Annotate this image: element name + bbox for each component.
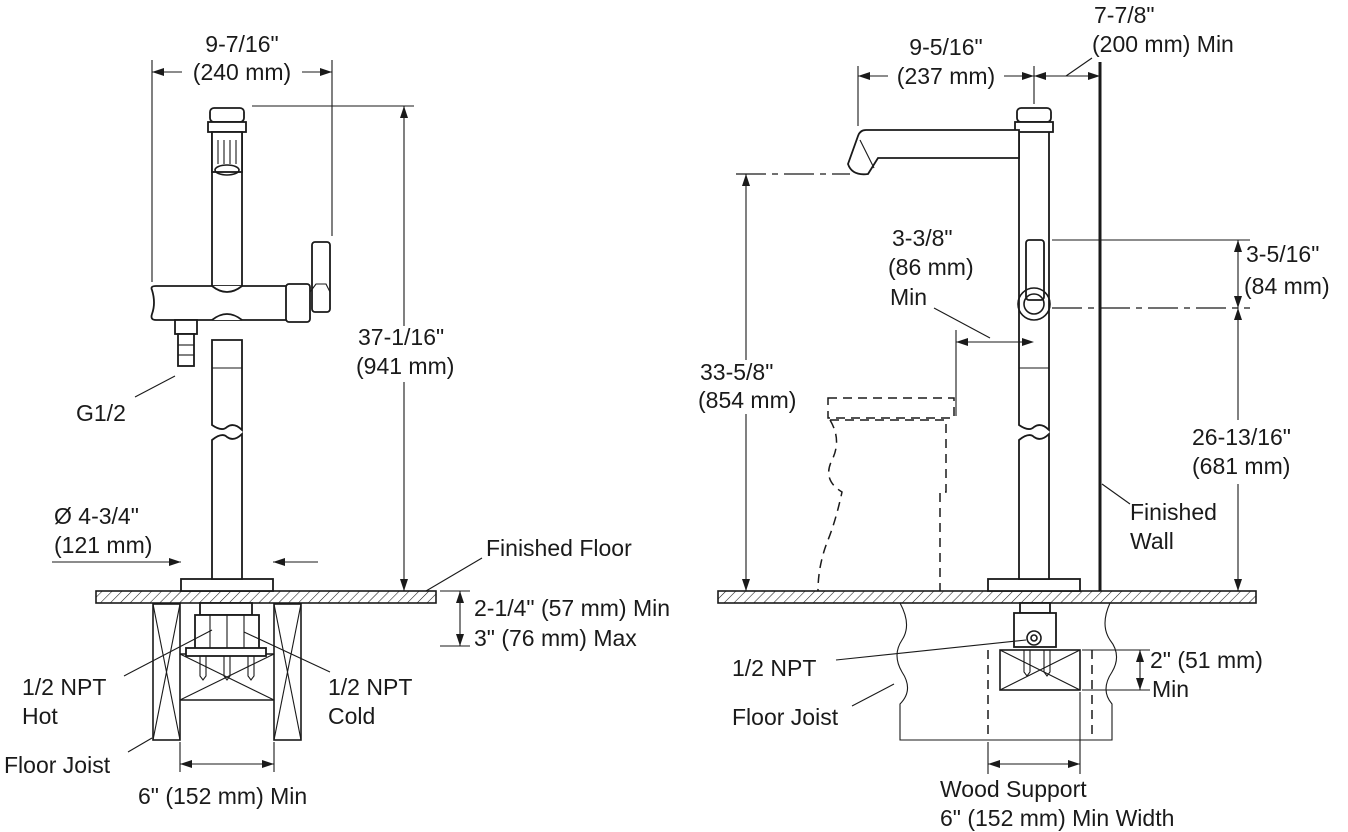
- dimension-wall-clearance: 7-7/8" (200 mm) Min: [1034, 2, 1234, 80]
- faucet-base: [180, 578, 274, 592]
- spout-reach-right-imperial: 9-5/16": [909, 34, 982, 60]
- spout-arm: [847, 129, 1020, 176]
- handle-height-imperial: 26-13/16": [1192, 424, 1291, 450]
- floor-joist-right-view: [896, 602, 1118, 741]
- floor-joist-right: [273, 603, 302, 741]
- floor-joist-label-right: Floor Joist: [732, 704, 839, 730]
- wood-support: [987, 649, 1093, 740]
- joist-spacing-label: 6" (152 mm) Min: [138, 783, 307, 809]
- finished-floor-label: Finished Floor: [486, 535, 632, 561]
- g12-inlet: [174, 319, 198, 367]
- dimension-handle-height: 26-13/16" (681 mm): [1192, 308, 1291, 591]
- handle-offset-imperial: 3-5/16": [1246, 241, 1319, 267]
- height-imperial: 37-1/16": [358, 324, 444, 350]
- handle-height-metric: (681 mm): [1192, 453, 1290, 479]
- spout-reach-imperial: 9-7/16": [205, 31, 278, 57]
- hot-supply-line2: Hot: [22, 703, 58, 729]
- callout-cold-supply: 1/2 NPT Cold: [243, 631, 412, 729]
- supply-right-label: 1/2 NPT: [732, 655, 816, 681]
- spout-cap-right: [1014, 107, 1054, 133]
- callout-finished-wall: Finished Wall: [1101, 483, 1217, 554]
- dimension-wood-support-width: Wood Support 6" (152 mm) Min Width: [940, 692, 1174, 831]
- faucet-column-right: [1018, 127, 1050, 580]
- dimension-handle-clearance: 3-3/8" (86 mm) Min: [888, 225, 1034, 416]
- rough-in-valve: [185, 602, 267, 681]
- finished-wall-line2: Wall: [1130, 528, 1174, 554]
- cold-supply-line1: 1/2 NPT: [328, 674, 412, 700]
- dimension-joist-spacing: 6" (152 mm) Min: [138, 742, 307, 809]
- valve-body: [150, 241, 331, 323]
- base-diameter-metric: (121 mm): [54, 532, 152, 558]
- floor-joist-label-left: Floor Joist: [4, 752, 111, 778]
- dimension-handle-offset: 3-5/16" (84 mm): [1052, 239, 1330, 309]
- hot-supply-line1: 1/2 NPT: [22, 674, 106, 700]
- dimension-support-height: 2" (51 mm) Min: [1082, 647, 1263, 702]
- wall-clearance-imperial: 7-7/8": [1094, 2, 1155, 28]
- finished-floor-slab-right: [717, 590, 1257, 604]
- support-height-note: Min: [1152, 676, 1189, 702]
- dimension-floor-thickness: 2-1/4" (57 mm) Min 3" (76 mm) Max: [440, 590, 670, 651]
- lag-screws: [199, 656, 255, 681]
- handle-right: [1017, 239, 1051, 321]
- callout-floor-joist-left: Floor Joist: [4, 737, 153, 778]
- floor-thickness-max: 3" (76 mm) Max: [474, 625, 637, 651]
- handle-offset-metric: (84 mm): [1244, 273, 1330, 299]
- callout-supply-right: 1/2 NPT: [732, 639, 1027, 681]
- right-view: 9-5/16" (237 mm) 7-7/8" (200 mm) Min 3-3…: [698, 2, 1330, 831]
- dimension-overall-height: 37-1/16" (941 mm): [252, 105, 454, 591]
- spout-reach-metric: (240 mm): [193, 59, 291, 85]
- callout-floor-joist-right: Floor Joist: [732, 683, 895, 730]
- faucet-base-right: [987, 578, 1081, 592]
- faucet-column: [211, 127, 243, 580]
- left-view: 9-7/16" (240 mm) 37-1/16" (941 mm) G1/2 …: [4, 31, 670, 809]
- floor-joist-left: [152, 603, 181, 741]
- handle-clearance-imperial: 3-3/8": [892, 225, 953, 251]
- lever-handle: [311, 241, 331, 313]
- handle-clearance-note: Min: [890, 284, 927, 310]
- cold-supply-line2: Cold: [328, 703, 375, 729]
- callout-hot-supply: 1/2 NPT Hot: [22, 629, 213, 729]
- finished-wall-line1: Finished: [1130, 499, 1217, 525]
- wood-support-line2: 6" (152 mm) Min Width: [940, 805, 1174, 831]
- callout-g12: G1/2: [76, 375, 176, 426]
- base-diameter-imperial: Ø 4-3/4": [54, 503, 139, 529]
- finished-floor-slab: [95, 590, 437, 604]
- handle-clearance-metric: (86 mm): [888, 254, 974, 280]
- spout-head: [207, 107, 247, 176]
- dimension-spout-reach-right: 9-5/16" (237 mm): [857, 34, 1035, 126]
- dimension-spout-height: 33-5/8" (854 mm): [698, 173, 850, 591]
- joist-blocking: [179, 653, 275, 701]
- wall-clearance-metric: (200 mm) Min: [1092, 31, 1234, 57]
- dimension-base-diameter: Ø 4-3/4" (121 mm): [52, 503, 318, 566]
- inlet-thread-label: G1/2: [76, 400, 126, 426]
- rough-in-valve-right: [1013, 602, 1057, 677]
- floor-thickness-min: 2-1/4" (57 mm) Min: [474, 595, 670, 621]
- spout-reach-right-metric: (237 mm): [897, 63, 995, 89]
- wood-support-line1: Wood Support: [940, 776, 1087, 802]
- spout-height-imperial: 33-5/8": [700, 359, 773, 385]
- support-height-value: 2" (51 mm): [1150, 647, 1263, 673]
- toilet-outline: [817, 397, 955, 592]
- height-metric: (941 mm): [356, 353, 454, 379]
- spout-height-metric: (854 mm): [698, 387, 796, 413]
- callout-finished-floor: Finished Floor: [425, 535, 632, 592]
- dimension-spout-reach: 9-7/16" (240 mm): [151, 31, 333, 282]
